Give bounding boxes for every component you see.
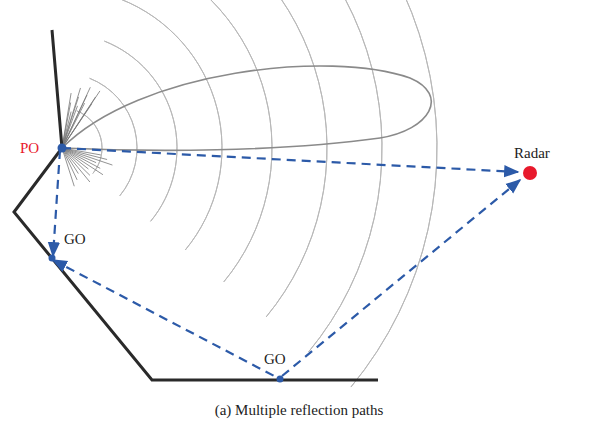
scatter-ray xyxy=(62,148,112,165)
wavefronts xyxy=(77,0,437,387)
radar-dot xyxy=(523,166,537,180)
radiation-lobe xyxy=(62,66,431,150)
scatter-ray xyxy=(62,148,88,169)
scatter-ray xyxy=(62,87,90,148)
scatter-ray xyxy=(62,148,78,174)
wavefront-arc xyxy=(200,0,437,387)
wavefront-arc xyxy=(180,0,382,352)
po-point xyxy=(58,144,67,153)
scatter-ray xyxy=(62,91,100,148)
scatter-ray xyxy=(62,148,90,182)
figure-caption: (a) Multiple reflection paths xyxy=(0,402,598,419)
wavefront-arc xyxy=(139,0,272,282)
scatter-rays xyxy=(62,87,112,186)
wavefront-arc xyxy=(121,0,222,250)
scatter-ray xyxy=(62,148,74,186)
radar-label: Radar xyxy=(514,146,550,161)
target-surface xyxy=(14,30,378,380)
scatter-ray xyxy=(62,148,77,180)
point-label: PO xyxy=(20,141,39,156)
point-label: GO xyxy=(264,352,286,367)
point-label: GO xyxy=(64,232,86,247)
reflection-paths xyxy=(53,148,520,378)
wavefront-arc xyxy=(104,41,177,221)
go-point xyxy=(49,255,56,262)
go-point xyxy=(277,376,284,383)
